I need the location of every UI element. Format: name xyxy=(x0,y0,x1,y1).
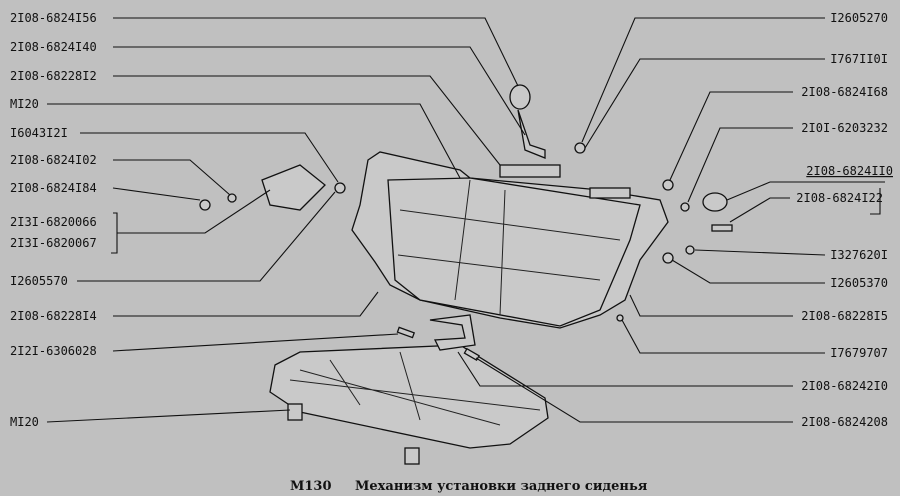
part-label: I327620I xyxy=(830,248,888,262)
part-label: MI20 xyxy=(10,415,39,429)
part-label: 2I08-68228I4 xyxy=(10,309,97,323)
caption-code: M130 xyxy=(290,479,332,494)
right-labels: I2605270 I767II0I 2I08-6824I68 2I0I-6203… xyxy=(796,11,893,429)
part-label: 2I08-6824I68 xyxy=(801,85,888,99)
part-label: 2I0I-6203232 xyxy=(801,121,888,135)
seat-back xyxy=(351,151,669,329)
part-label: 2I08-6824208 xyxy=(801,415,888,429)
part-label: 2I08-6824I02 xyxy=(10,153,97,167)
caption-title: Механизм установки заднего сиденья xyxy=(355,479,648,494)
part-label: 2I08-6824I40 xyxy=(10,40,97,54)
seat-cushion xyxy=(269,344,549,465)
part-label: I2605570 xyxy=(10,274,68,288)
part-label: I2605370 xyxy=(830,276,888,290)
part-label: I6043I2I xyxy=(10,126,68,140)
part-label: I767II0I xyxy=(830,52,888,66)
small-parts xyxy=(199,84,733,361)
part-label: 2I3I-6820067 xyxy=(10,236,97,250)
leader-lines xyxy=(46,17,885,423)
part-label: 2I08-68242I0 xyxy=(801,379,888,393)
left-labels: 2I08-6824I56 2I08-6824I40 2I08-68228I2 M… xyxy=(10,11,97,429)
part-label: 2I08-68228I5 xyxy=(801,309,888,323)
part-label: 2I08-68228I2 xyxy=(10,69,97,83)
part-label: I7679707 xyxy=(830,346,888,360)
part-label: 2I08-6824I84 xyxy=(10,181,97,195)
part-label: 2I08-6824I22 xyxy=(796,191,883,205)
part-label: MI20 xyxy=(10,97,39,111)
part-label: 2I3I-6820066 xyxy=(10,215,97,229)
part-label: I2605270 xyxy=(830,11,888,25)
part-label: 2I08-6824II0 xyxy=(806,164,893,178)
part-label: 2I08-6824I56 xyxy=(10,11,97,25)
part-label: 2I2I-6306028 xyxy=(10,344,97,358)
